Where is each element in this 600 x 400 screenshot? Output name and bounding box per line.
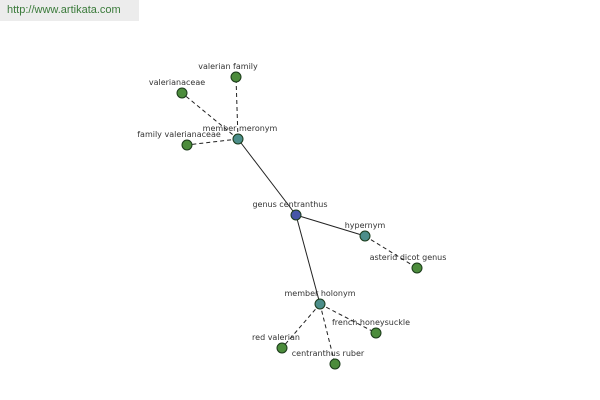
node-asterid[interactable] — [411, 262, 423, 274]
node-mero[interactable] — [232, 133, 244, 145]
graph-labels: genus centranthus member meronym hypernym m… — [137, 62, 446, 358]
node-redval[interactable] — [276, 342, 288, 354]
node-hyper[interactable] — [359, 230, 371, 242]
edge-mero-valer — [181, 92, 239, 140]
edge-mero-valfam — [235, 76, 239, 140]
label-holo[interactable]: member holonym — [284, 289, 355, 298]
node-valfam[interactable] — [230, 71, 242, 83]
label-mero[interactable]: member meronym — [203, 124, 278, 133]
edge-root-holo — [295, 214, 321, 305]
node-valer[interactable] — [176, 87, 188, 99]
label-hyper[interactable]: hypernym — [345, 221, 386, 230]
edge-hyper-asterid — [364, 235, 418, 269]
source-url-banner[interactable]: http://www.artikata.com — [0, 0, 139, 21]
node-holo[interactable] — [314, 298, 326, 310]
edge-holo-centr — [319, 303, 336, 365]
edge-holo-redval — [281, 303, 321, 349]
label-french[interactable]: french honeysuckle — [332, 318, 410, 327]
graph-edges — [181, 76, 418, 365]
label-famval[interactable]: family valerianaceae — [137, 130, 221, 139]
edge-mero-famval — [186, 138, 239, 146]
label-asterid[interactable]: asterid dicot genus — [370, 253, 447, 262]
edge-holo-french — [319, 303, 377, 334]
label-redval[interactable]: red valerian — [252, 333, 300, 342]
node-famval[interactable] — [181, 139, 193, 151]
node-french[interactable] — [370, 327, 382, 339]
label-valfam[interactable]: valerian family — [198, 62, 258, 71]
label-centr[interactable]: centranthus ruber — [292, 349, 365, 358]
edge-root-hyper — [295, 214, 366, 237]
label-valer[interactable]: valerianaceae — [149, 78, 205, 87]
edge-root-mero — [237, 138, 297, 216]
graph-nodes — [176, 71, 423, 370]
node-centr[interactable] — [329, 358, 341, 370]
node-root[interactable] — [290, 209, 302, 221]
label-root[interactable]: genus centranthus — [252, 200, 327, 209]
